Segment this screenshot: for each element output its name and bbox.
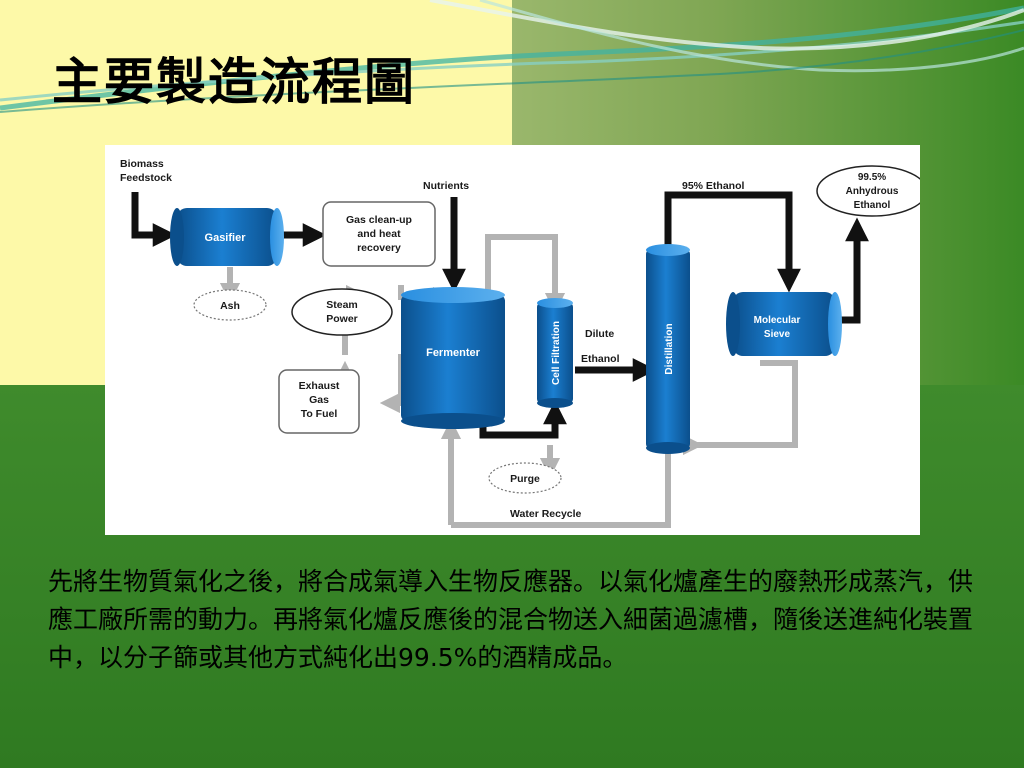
fermenter-tank: Fermenter (401, 287, 505, 429)
exhaust-box: Exhaust Gas To Fuel (278, 369, 360, 434)
decorative-waves (0, 0, 1024, 113)
exhaust-line1: Exhaust (299, 380, 340, 392)
distillation-column: Distillation (646, 244, 690, 454)
steam-line1: Steam (326, 299, 358, 311)
anhydrous-oval: 99.5% Anhydrous Ethanol (816, 165, 920, 217)
gasifier-tank: Gasifier (170, 208, 284, 266)
ash-oval: Ash (193, 289, 267, 321)
process-diagram: Gasifier Fermenter Cell Filtration Disti… (105, 145, 920, 535)
purge-oval: Purge (488, 462, 562, 494)
steam-oval: Steam Power (291, 288, 393, 336)
dilute-label-line2: Ethanol (581, 353, 620, 365)
main-flow-lines (131, 191, 869, 439)
ethanol95-label: 95% Ethanol (682, 180, 745, 192)
gas-cleanup-line2: and heat (357, 228, 401, 240)
gas-cleanup-line1: Gas clean-up (346, 214, 412, 226)
anhydrous-line2: Anhydrous (846, 186, 899, 197)
slide-caption: 先將生物質氣化之後，將合成氣導入生物反應器。以氣化爐產生的廢熱形成蒸汽，供應工廠… (48, 567, 974, 672)
slide-title: 主要製造流程圖 (52, 53, 416, 111)
cell-filtration-label: Cell Filtration (551, 321, 562, 385)
purge-label: Purge (510, 473, 540, 485)
exhaust-line2: Gas (309, 394, 329, 406)
nutrients-label: Nutrients (423, 180, 469, 192)
distillation-label: Distillation (664, 323, 675, 374)
biomass-label-line2: Feedstock (120, 172, 172, 184)
cell-filtration-tank: Cell Filtration (537, 298, 573, 408)
gasifier-label: Gasifier (205, 232, 247, 244)
anhydrous-line1: 99.5% (858, 172, 886, 183)
ash-label: Ash (220, 300, 240, 312)
gas-cleanup-line3: recovery (357, 242, 401, 254)
steam-line2: Power (326, 313, 358, 325)
fermenter-label: Fermenter (426, 347, 481, 359)
biomass-label-line1: Biomass (120, 158, 164, 170)
gas-cleanup-box: Gas clean-up and heat recovery (322, 201, 436, 267)
water-recycle-label: Water Recycle (510, 508, 582, 520)
sieve-label-line2: Sieve (764, 329, 791, 340)
sieve-label-line1: Molecular (754, 315, 801, 326)
dilute-label-line1: Dilute (585, 328, 614, 340)
exhaust-line3: To Fuel (301, 408, 338, 420)
anhydrous-line3: Ethanol (854, 200, 891, 211)
molecular-sieve-tank: Molecular Sieve (726, 292, 842, 356)
